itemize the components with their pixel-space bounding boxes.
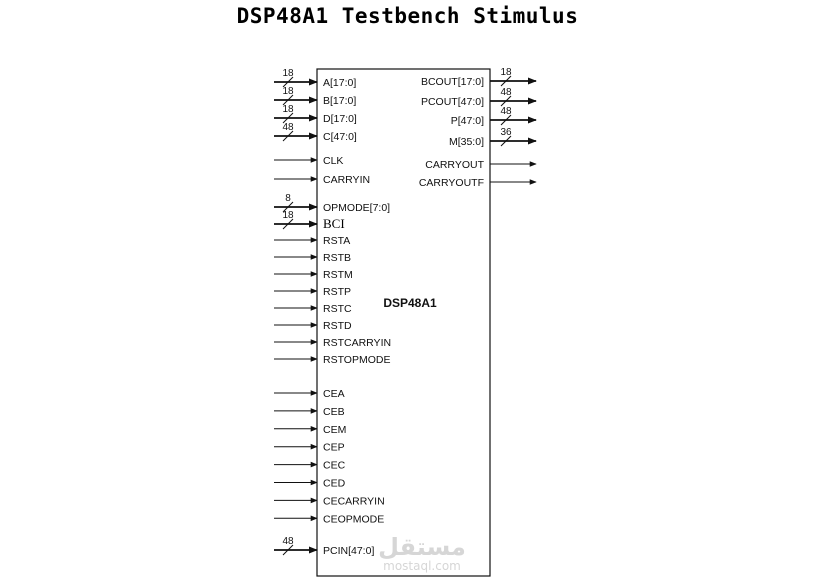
bus-slash-a-17-0 <box>282 76 294 88</box>
bus-slash-pcout-47-0 <box>500 95 512 107</box>
pin-label-d-17-0: D[17:0] <box>323 113 357 125</box>
pin-label-carryoutf: CARRYOUTF <box>419 177 484 189</box>
bus-width-bci: 18 <box>282 210 294 221</box>
pin-label-pcin-47-0: PCIN[47:0] <box>323 545 374 557</box>
bus-width-opmode-7-0: 8 <box>285 193 291 204</box>
pin-label-rstb: RSTB <box>323 252 351 264</box>
pin-label-c-47-0: C[47:0] <box>323 131 357 143</box>
pin-label-ceopmode: CEOPMODE <box>323 513 384 525</box>
bus-width-bcout-17-0: 18 <box>500 67 512 78</box>
mostaql-watermark: مستقل mostaql.com <box>378 533 466 573</box>
bus-width-c-47-0: 48 <box>282 122 294 133</box>
pin-label-a-17-0: A[17:0] <box>323 77 356 89</box>
pin-label-ced: CED <box>323 478 346 490</box>
pin-label-cep: CEP <box>323 442 345 454</box>
pin-label-bcout-17-0: BCOUT[17:0] <box>421 76 484 88</box>
pin-label-cea: CEA <box>323 388 345 400</box>
block-name: DSP48A1 <box>383 296 437 310</box>
bus-width-a-17-0: 18 <box>282 68 294 79</box>
bus-slash-d-17-0 <box>282 112 294 124</box>
pin-label-rsta: RSTA <box>323 235 350 247</box>
pin-label-b-17-0: B[17:0] <box>323 95 356 107</box>
watermark-latin: mostaql.com <box>383 559 461 573</box>
pin-label-carryout: CARRYOUT <box>425 159 484 171</box>
pin-label-carryin: CARRYIN <box>323 174 370 186</box>
watermark-arabic: مستقل <box>378 533 466 561</box>
page-title: DSP48A1 Testbench Stimulus <box>236 4 579 28</box>
bus-slash-bcout-17-0 <box>500 75 512 87</box>
pin-label-rstcarryin: RSTCARRYIN <box>323 337 391 349</box>
bus-width-d-17-0: 18 <box>282 104 294 115</box>
pin-label-cem: CEM <box>323 424 346 436</box>
bus-slash-p-47-0 <box>500 114 512 126</box>
pin-label-pcout-47-0: PCOUT[47:0] <box>421 96 484 108</box>
bus-slash-b-17-0 <box>282 94 294 106</box>
bus-slash-pcin-47-0 <box>282 544 294 556</box>
pin-label-opmode-7-0: OPMODE[7:0] <box>323 202 390 214</box>
bus-slash-opmode-7-0 <box>282 201 294 213</box>
pin-label-rstd: RSTD <box>323 320 352 332</box>
pin-label-cecarryin: CECARRYIN <box>323 495 385 507</box>
bus-slash-m-35-0 <box>500 135 512 147</box>
pin-label-m-35-0: M[35:0] <box>449 136 484 148</box>
pin-label-p-47-0: P[47:0] <box>451 115 484 127</box>
bus-width-p-47-0: 48 <box>500 106 512 117</box>
pin-label-ceb: CEB <box>323 406 345 418</box>
bus-slash-c-47-0 <box>282 130 294 142</box>
pin-label-rstp: RSTP <box>323 286 351 298</box>
pin-label-cec: CEC <box>323 460 346 472</box>
pin-label-rstc: RSTC <box>323 303 352 315</box>
pin-label-rstm: RSTM <box>323 269 353 281</box>
bus-width-m-35-0: 36 <box>500 127 512 138</box>
bus-width-pcin-47-0: 48 <box>282 536 294 547</box>
bus-slash-bci <box>282 218 294 230</box>
bus-width-pcout-47-0: 48 <box>500 87 512 98</box>
pin-label-rstopmode: RSTOPMODE <box>323 354 390 366</box>
pin-label-clk: CLK <box>323 155 343 167</box>
bus-width-b-17-0: 18 <box>282 86 294 97</box>
pin-label-bci: BCI <box>323 216 345 231</box>
